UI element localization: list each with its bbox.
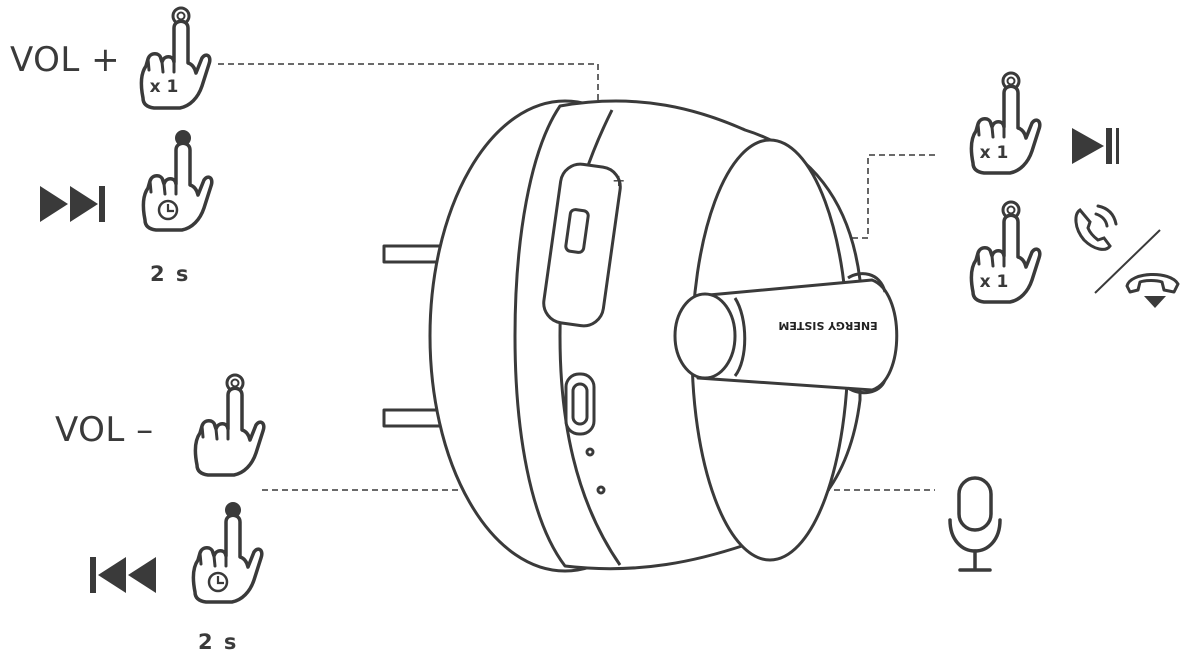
vol-down-hand-icon [193,373,266,477]
mic-hole [596,485,606,495]
phone-hangup-icon [1125,272,1180,308]
prev-track-hold-time: 2 s [198,630,239,654]
rewind-icon [90,557,156,593]
vol-up-mark: + [612,171,625,190]
call-press-count: x 1 [980,272,1009,292]
usb-c-port-inner [571,382,589,426]
play-pause-icon [1072,128,1119,164]
prev-track-hold-icon [191,502,264,604]
next-track-hold-time: 2 s [150,262,191,286]
fast-forward-icon [40,186,105,222]
brand-logo: ENERGY SISTEM [778,319,877,332]
next-track-hold-icon [141,130,214,232]
vol-up-label: VOL + [10,40,121,80]
headphone-earcup [382,99,899,573]
play-pause-press-count: x 1 [980,143,1009,163]
phone-answer-icon [1074,204,1118,251]
call-divider [1094,229,1161,294]
leader-play-pause [590,154,935,239]
led-indicator [585,447,595,457]
hinge-arm [696,278,899,392]
vol-down-label: VOL – [55,410,154,450]
hinge-end [673,292,737,380]
multifunction-button [564,208,590,254]
microphone-icon [948,476,1002,572]
hinge-ring [733,297,747,377]
vol-up-press-count: x 1 [150,77,179,97]
